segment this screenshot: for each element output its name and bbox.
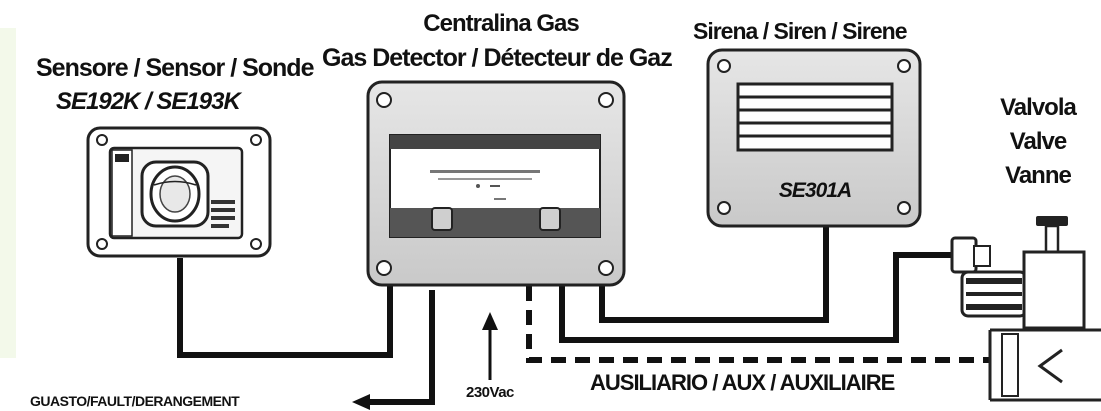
sensor-wire	[177, 258, 393, 358]
valve-label-line1: Valvola	[1000, 94, 1077, 121]
siren-wire	[599, 224, 829, 323]
fault-label: GUASTO/FAULT/DERANGEMENT	[30, 393, 240, 409]
valve-device	[950, 216, 1101, 402]
valve-wire	[559, 252, 960, 343]
fault-arrowhead	[352, 394, 370, 410]
wires	[177, 224, 960, 405]
power-arrowhead	[482, 312, 498, 330]
sensor-device	[86, 126, 272, 258]
siren-title: Sirena / Siren / Sirene	[693, 18, 907, 44]
aux-label: AUSILIARIO / AUX / AUXILIAIRE	[590, 370, 895, 395]
siren-device	[706, 48, 922, 228]
siren-model: SE301A	[778, 179, 852, 202]
valve-label-line3: Vanne	[1005, 162, 1072, 189]
detector-title-line2: Gas Detector / Détecteur de Gaz	[322, 44, 673, 72]
valve-label-line2: Valve	[1009, 128, 1067, 155]
fault-wire	[370, 290, 435, 405]
detector-device	[366, 80, 626, 287]
sensor-model: SE192K / SE193K	[56, 88, 241, 115]
left-margin-stripe	[0, 28, 16, 358]
detector-title-line1: Centralina Gas	[423, 10, 579, 37]
aux-dashed-wire	[526, 286, 990, 363]
sensor-title: Sensore / Sensor / Sonde	[36, 54, 314, 82]
power-label: 230Vac	[466, 384, 514, 401]
